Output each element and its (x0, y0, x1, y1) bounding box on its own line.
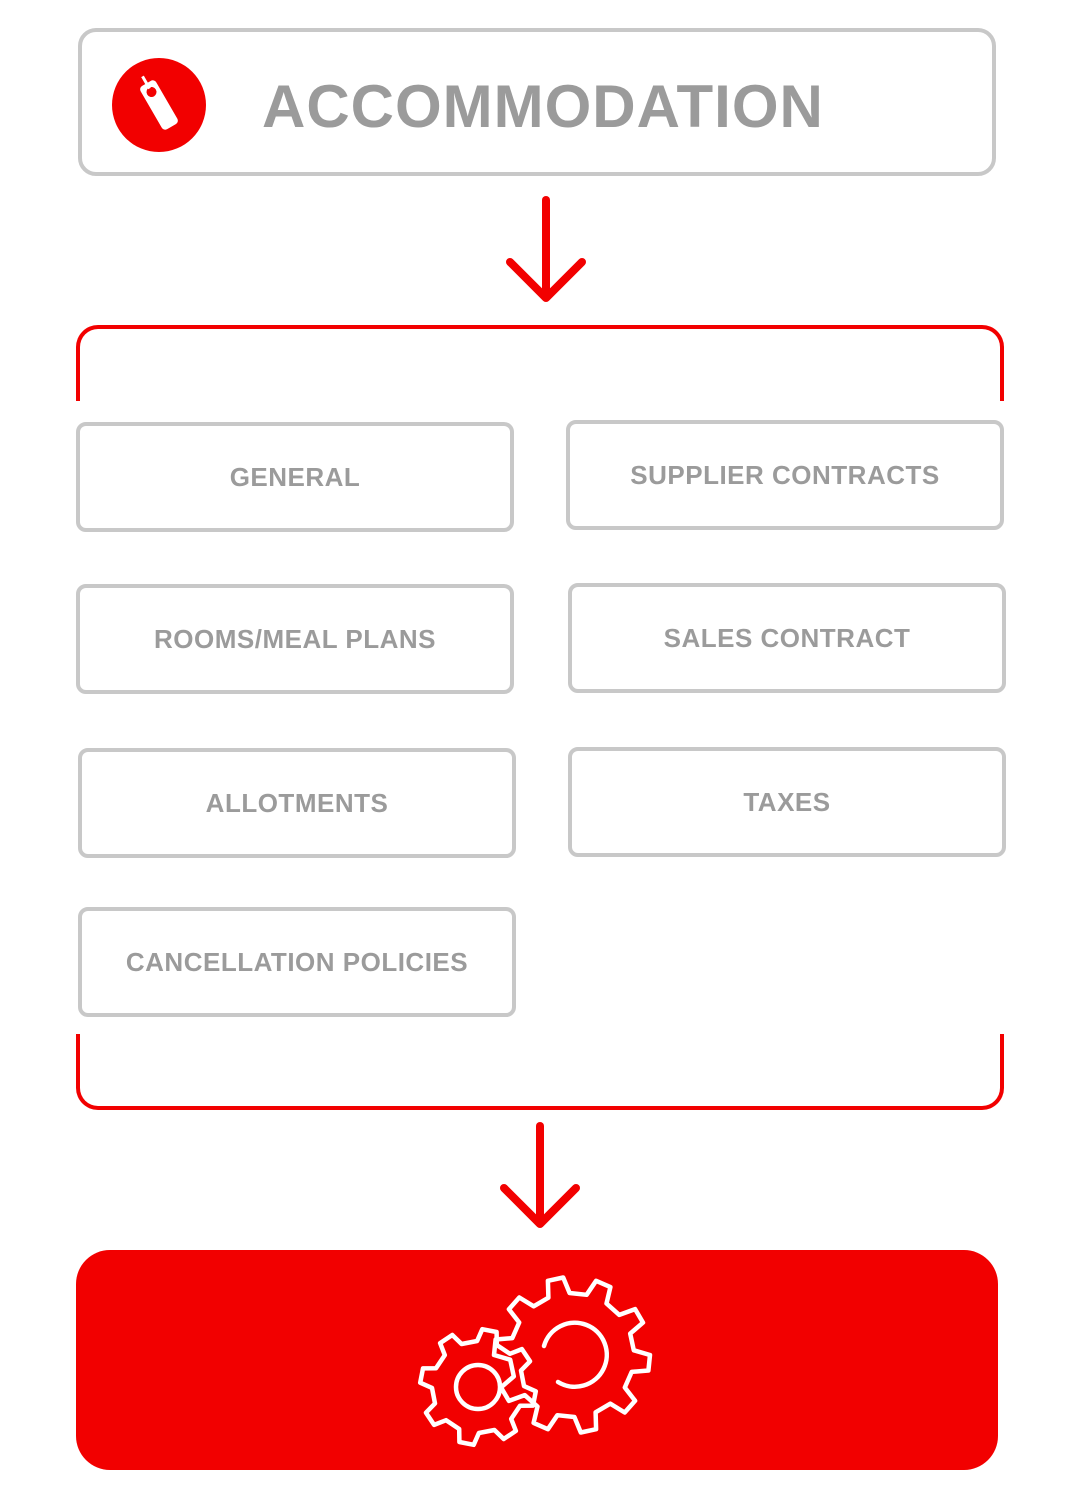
group-bracket-bottom (76, 1034, 1004, 1110)
page-title: ACCOMMODATION (262, 73, 824, 140)
arrow-down-icon (500, 1122, 580, 1228)
module-supplier-contracts: SUPPLIER CONTRACTS (566, 420, 1004, 530)
module-allotments: ALLOTMENTS (78, 748, 516, 858)
module-taxes: TAXES (568, 747, 1006, 857)
group-bracket-top (76, 325, 1004, 401)
arrow-down-icon (506, 196, 586, 302)
large-gear-outline (491, 1275, 653, 1435)
door-hanger-icon (112, 58, 206, 152)
module-sales-contract: SALES CONTRACT (568, 583, 1006, 693)
module-rooms-meal-plans: ROOMS/MEAL PLANS (76, 584, 514, 694)
module-cancellation-policies: CANCELLATION POLICIES (78, 907, 516, 1017)
module-general: GENERAL (76, 422, 514, 532)
gears-icon (417, 1275, 653, 1448)
small-gear-hub (453, 1362, 503, 1412)
processing-engine-box (76, 1250, 998, 1470)
small-gear-outline (417, 1326, 539, 1448)
accommodation-header: ACCOMMODATION (78, 28, 996, 176)
large-gear-hub (541, 1320, 609, 1389)
